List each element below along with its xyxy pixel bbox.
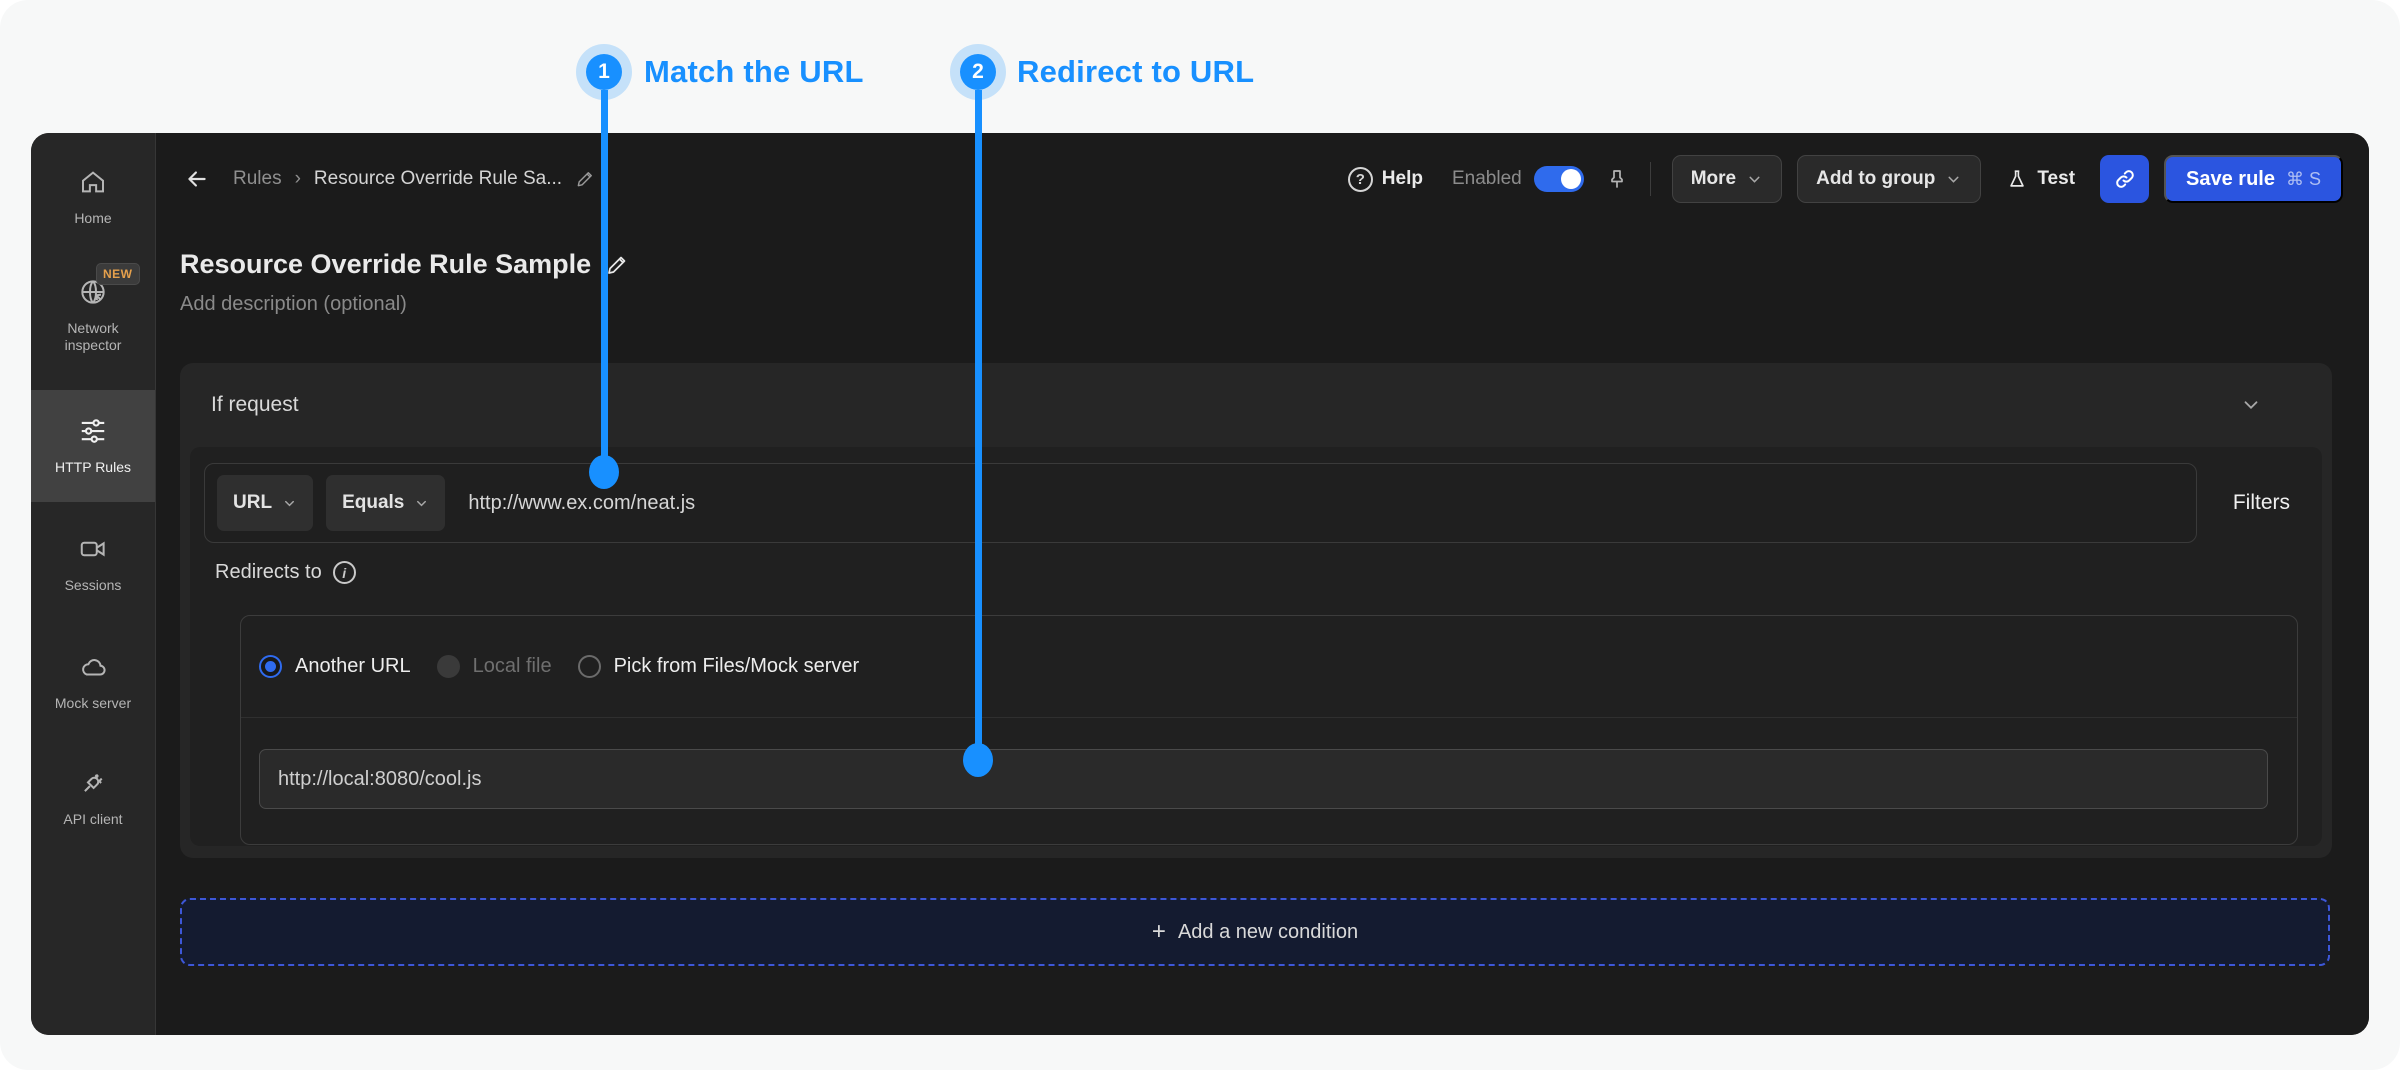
chevron-down-icon [417,500,427,506]
redirects-to-label: Redirects to [215,561,322,583]
more-label: More [1690,168,1737,189]
link-icon [2115,170,2134,188]
filters-button[interactable]: Filters [2232,491,2290,514]
chevron-down-icon [285,500,295,506]
condition-url-input[interactable] [458,475,2184,531]
main-panel: Rules › Resource Override Rule Sa... ? H… [156,133,2369,1035]
toggle-knob [1560,169,1581,189]
test-label: Test [2037,168,2076,189]
help-button[interactable]: ? Help [1347,166,1423,192]
sidebar-item-label: API client [63,811,123,827]
condition-row: URL Equals [204,463,2197,543]
destination-url-field-wrap [259,749,2268,809]
condition-operator-value: Equals [342,492,405,513]
annotation-step-2-label: Redirect to URL [1017,54,1255,89]
destination-url-input[interactable] [259,749,2268,809]
annotation-line-2 [975,90,982,745]
enabled-label: Enabled [1451,168,1522,189]
radio-label: Local file [472,655,552,677]
condition-key-value: URL [233,492,273,513]
breadcrumb-separator: › [294,168,301,189]
sidebar-item-label: Network inspector [64,320,122,353]
destination-type-radio-group: Another URL Local file Pick from Files/M… [241,616,2297,718]
radio-local-file[interactable]: Local file [436,655,552,678]
annotation-step-1-badge: 1 [586,54,622,90]
pin-button[interactable] [1605,167,1629,191]
radio-selected-icon [259,655,282,678]
share-link-button[interactable] [2100,155,2150,203]
annotation-line-1 [601,90,608,458]
http-rules-icon [76,414,110,448]
add-to-group-label: Add to group [1816,168,1936,189]
chevron-down-icon [1749,176,1760,183]
annotation-pointer-dot-1 [589,455,619,489]
annotation-step-2-badge: 2 [960,54,996,90]
chevron-down-icon [1948,176,1959,183]
sessions-icon [76,532,110,566]
save-shortcut-hint: ⌘ S [2285,168,2321,189]
sidebar-item-api-client[interactable]: API client [31,752,155,844]
chevron-down-icon[interactable] [2240,394,2262,416]
annotation-step-1-number: 1 [598,60,610,83]
radio-label: Another URL [295,655,411,677]
sidebar: Home NEW Network inspector [31,133,156,1035]
enabled-control: Enabled [1452,166,1584,192]
add-new-condition-button[interactable]: + Add a new condition [180,898,2330,966]
radio-disabled-icon [436,655,460,678]
cloud-icon [76,650,110,684]
sidebar-item-label: Home [74,210,112,226]
breadcrumb-rules-link[interactable]: Rules [233,168,282,189]
topbar-divider [1649,162,1651,196]
help-label: Help [1381,168,1423,189]
topbar-actions: ? Help Enabled More [1347,155,2343,203]
sidebar-item-label: Mock server [54,695,132,711]
sidebar-item-network-inspector[interactable]: NEW Network inspector [31,261,155,370]
redirect-destination-box: Another URL Local file Pick from Files/M… [240,615,2298,845]
condition-key-select[interactable]: URL [217,475,314,531]
home-icon [76,165,110,199]
breadcrumb: Rules › Resource Override Rule Sa... [184,166,595,192]
radio-another-url[interactable]: Another URL [259,655,411,678]
sidebar-item-label: Sessions [64,577,122,593]
info-icon[interactable]: i [332,561,356,584]
breadcrumb-current-rule: Resource Override Rule Sa... [313,168,563,189]
test-button[interactable]: Test [1996,168,2085,190]
condition-operator-select[interactable]: Equals [326,475,446,531]
annotation-pointer-dot-2 [963,743,993,777]
app-window: Home NEW Network inspector [31,133,2369,1035]
add-new-condition-label: Add a new condition [1177,920,1359,943]
edit-pencil-icon[interactable] [575,169,595,189]
rule-editor-topbar: Rules › Resource Override Rule Sa... ? H… [156,133,2369,225]
rule-description-placeholder[interactable]: Add description (optional) [180,293,407,315]
new-badge: NEW [96,263,140,285]
sidebar-item-mock-server[interactable]: Mock server [31,636,155,728]
edit-title-pencil-icon[interactable] [605,253,629,277]
globe-icon: NEW [76,263,140,309]
enabled-toggle[interactable] [1533,166,1584,192]
radio-unselected-icon [577,655,601,678]
rule-title: Resource Override Rule Sample [180,249,592,279]
help-icon: ? [1347,166,1373,192]
sidebar-item-http-rules[interactable]: HTTP Rules [31,390,155,502]
sidebar-item-home[interactable]: Home [31,151,155,243]
if-request-card: If request URL Equals Filters [180,363,2332,858]
save-rule-button[interactable]: Save rule ⌘ S [2164,155,2343,203]
annotation-step-2-number: 2 [972,60,984,83]
flask-icon [2010,170,2025,187]
rule-title-block: Resource Override Rule Sample Add descri… [180,249,629,316]
if-request-header[interactable]: If request [180,363,2332,447]
back-arrow-icon[interactable] [184,166,210,192]
more-button[interactable]: More [1671,155,1783,203]
plus-icon: + [1151,918,1166,945]
save-rule-label: Save rule [2186,167,2275,190]
annotation-step-1-label: Match the URL [644,54,864,89]
radio-label: Pick from Files/Mock server [613,655,860,677]
add-to-group-button[interactable]: Add to group [1797,155,1982,203]
sidebar-item-sessions[interactable]: Sessions [31,518,155,610]
redirects-to-label-row: Redirects to i [215,561,356,584]
if-request-title: If request [211,393,299,416]
sidebar-item-label: HTTP Rules [55,459,131,475]
api-client-icon [76,766,110,800]
radio-pick-from-files[interactable]: Pick from Files/Mock server [577,655,860,678]
